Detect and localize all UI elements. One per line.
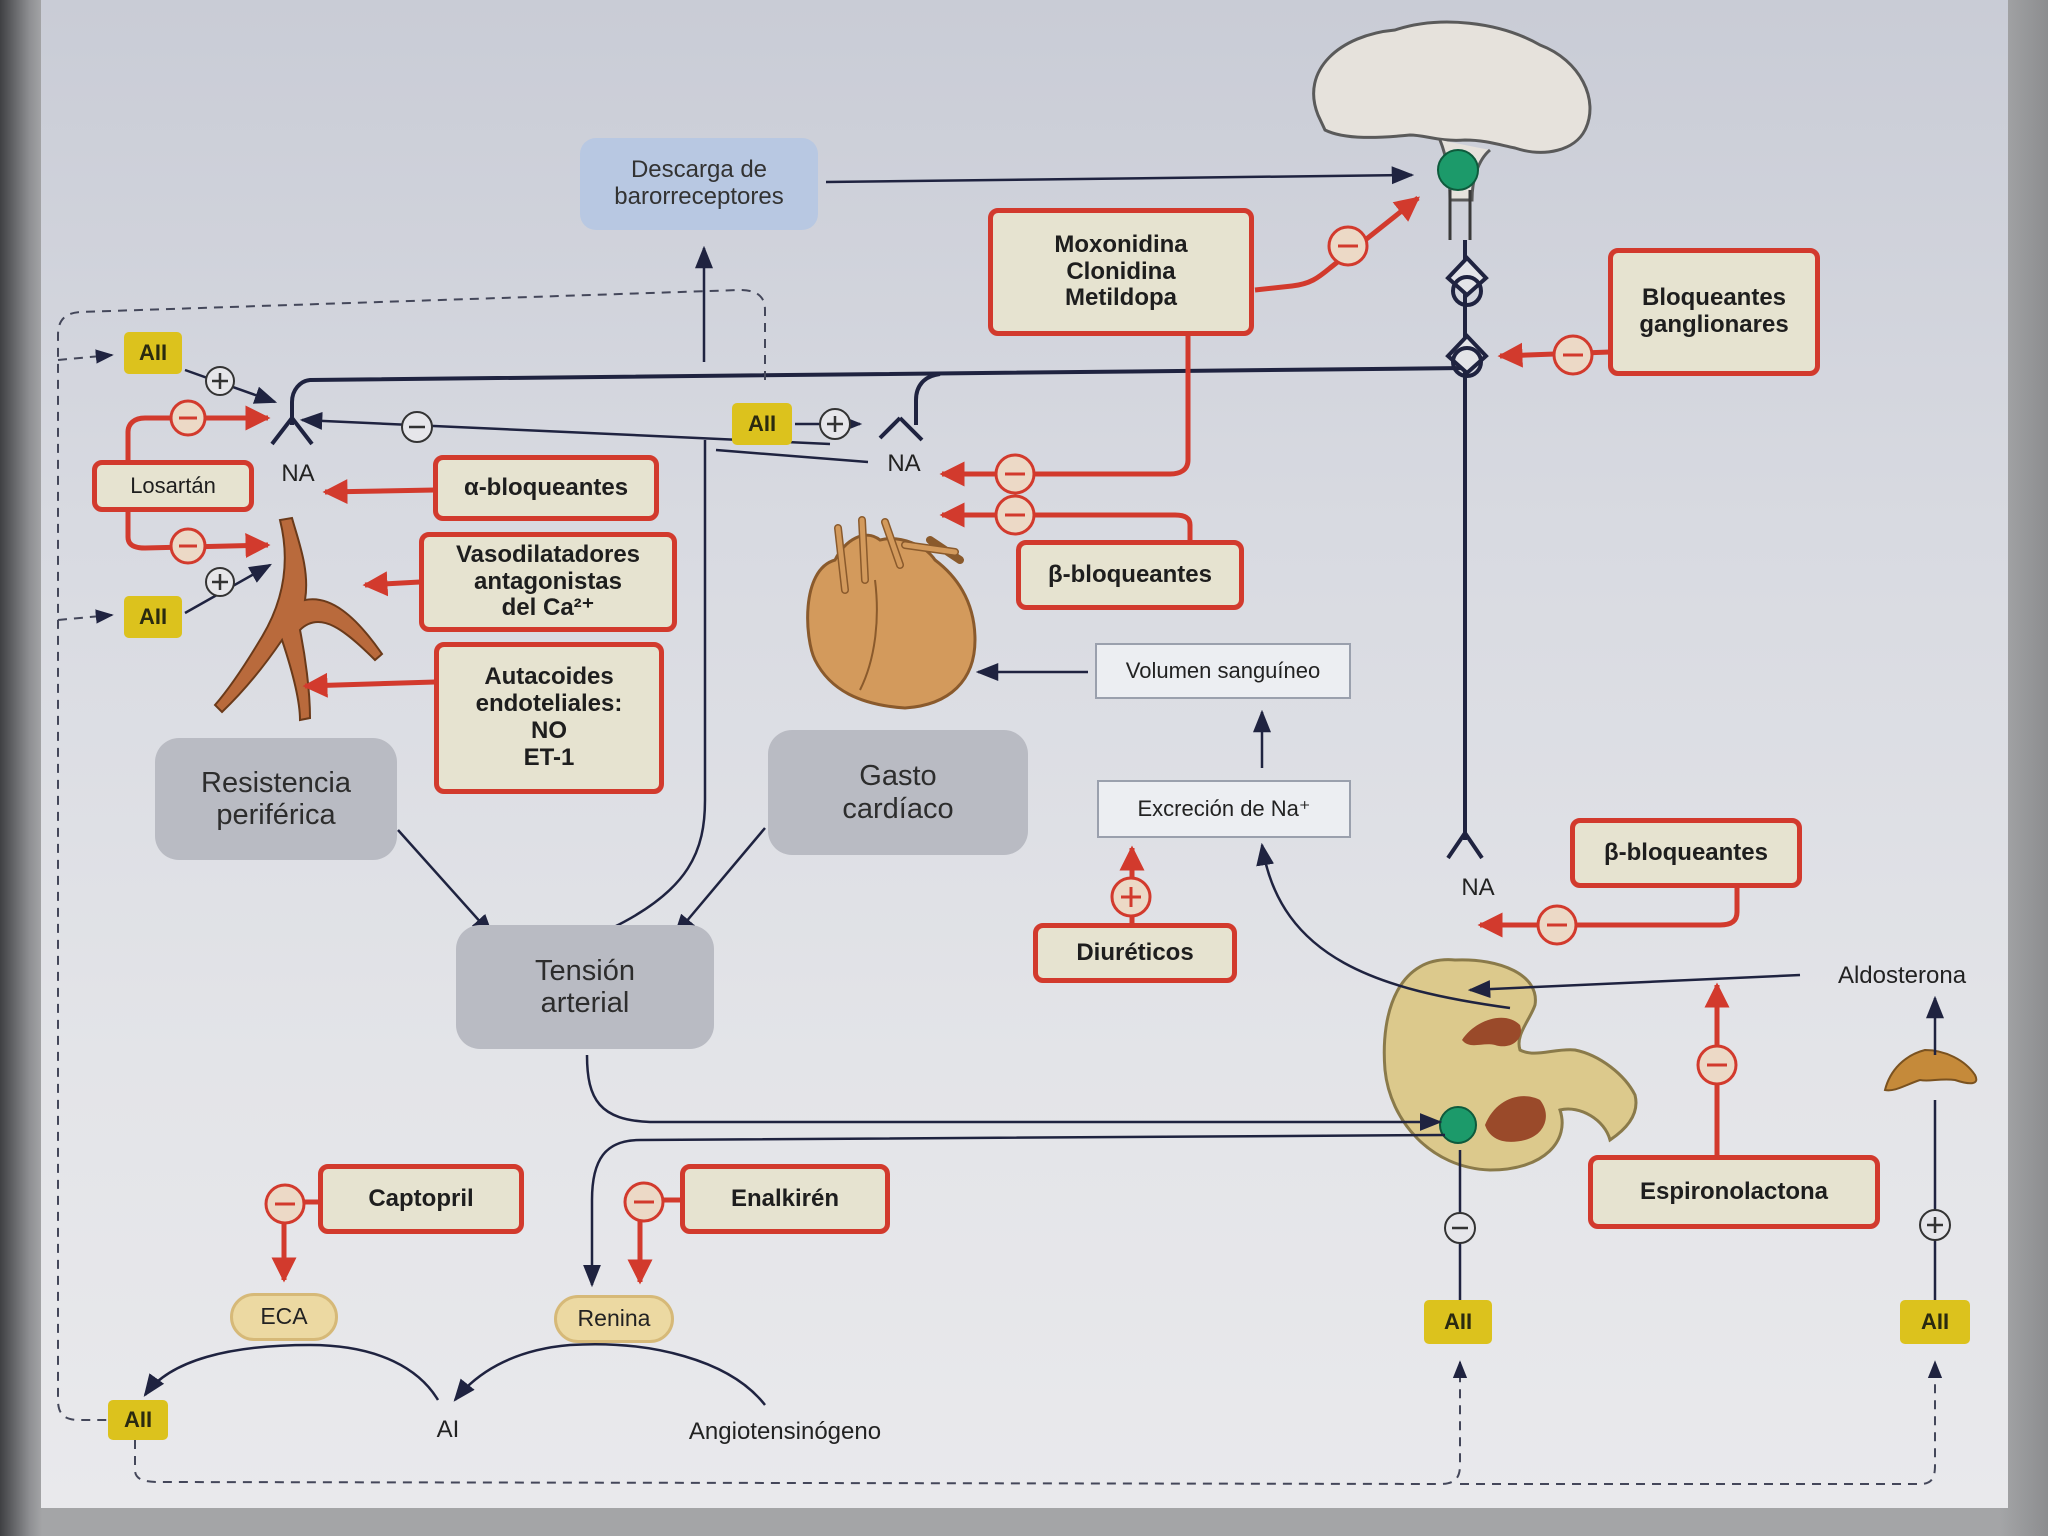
cardiac-output-box: Gasto cardíaco [768, 730, 1028, 855]
arrow-baroreceptor-to-brain [825, 166, 1415, 185]
baroreceptor-discharge-box: Descarga de barorreceptores [580, 138, 818, 230]
minus-sign-glyphs [179, 244, 1727, 1206]
endothelial-autacoids-box: Autacoides endoteliales: NO ET-1 [434, 642, 664, 794]
arrow-aldosterone-to-excretion [1256, 842, 1511, 1010]
arrow-losartan-to-receptor [125, 405, 271, 462]
ganglionic-blockers-box: Bloqueantes ganglionares [1608, 248, 1820, 376]
nerve-to-heart [914, 372, 941, 425]
arrow-beta-to-heart [939, 502, 1193, 540]
arrow-aldosterone-to-kidney [1467, 973, 1801, 999]
angiotensinogen-label: Angiotensinógeno [688, 1417, 882, 1445]
central-agents-box: Moxonidina Clonidina Metildopa [988, 208, 1254, 336]
arrow-losartan-to-vessel [125, 510, 271, 559]
arrow-autacoids-to-vessel [302, 672, 436, 698]
all-tag-mid: AII [124, 596, 182, 638]
arrow-output-to-pressure [673, 827, 766, 937]
na-excretion-box: Excreción de Na⁺ [1097, 780, 1351, 838]
arrow-alpha-to-receptor [322, 479, 436, 505]
vasodilators-box: Vasodilatadores antagonistas del Ca²⁺ [419, 532, 677, 632]
line-presynaptic [715, 448, 869, 464]
kidney-icon [1382, 958, 1638, 1172]
arrow-vasodilators-to-vessel [362, 571, 421, 597]
losartan-box: Losartán [92, 460, 254, 512]
eca-enzyme: ECA [230, 1293, 338, 1341]
arrow-beta-to-renin-na [1477, 884, 1740, 938]
plus-glyphs [212, 373, 1943, 1233]
arrow-resistance-to-pressure [397, 829, 494, 937]
nerve-to-vessel [290, 366, 1466, 425]
peripheral-resistance-box: Resistencia periférica [155, 738, 397, 860]
all-tag-top: AII [124, 332, 182, 374]
aldosterone-label: Aldosterona [1837, 961, 1967, 989]
arrow-kidney-to-renin [583, 1133, 1446, 1288]
arrow-ai-to-all [143, 1343, 440, 1401]
all-tag-center: AII [732, 403, 792, 445]
sympathetic-pathway [290, 240, 1489, 840]
adrenal-gland-icon [1883, 1048, 1978, 1092]
feedback-loops [57, 288, 1943, 1486]
na-center-label: NA [887, 449, 921, 477]
beta-blockers-heart-box: β-bloqueantes [1016, 540, 1244, 610]
flow-arrows [143, 166, 1944, 1406]
renin-enzyme: Renina [554, 1295, 674, 1343]
blood-vessel-icon [213, 516, 384, 722]
arrow-central-to-na [939, 335, 1191, 487]
line-pressure-to-baroreceptor [611, 440, 707, 930]
receptor-icon [270, 416, 1484, 860]
diuretics-box: Diuréticos [1033, 923, 1237, 983]
all-tag-bottom-left: AII [108, 1400, 168, 1440]
arrow-central-to-brain [1254, 196, 1420, 293]
plus-sign-red-icon [1110, 876, 1152, 918]
na-left-label: NA [281, 459, 315, 487]
minus-glyphs-black [409, 425, 1468, 1230]
alpha-blockers-box: α-bloqueantes [433, 455, 659, 521]
all-tag-kidney: AII [1424, 1300, 1492, 1344]
blood-pressure-box: Tensión arterial [456, 925, 714, 1049]
blood-volume-box: Volumen sanguíneo [1095, 643, 1351, 699]
all-tag-adrenal: AII [1900, 1300, 1970, 1344]
spironolactone-box: Espironolactona [1588, 1155, 1880, 1229]
captopril-box: Captopril [318, 1164, 524, 1234]
aliskiren-box: Enalkirén [680, 1164, 890, 1234]
beta-blockers-kidney-box: β-bloqueantes [1570, 818, 1802, 888]
arrow-angiotensinogen-to-ai [453, 1343, 766, 1406]
heart-icon [806, 516, 977, 710]
na-kidney-label: NA [1461, 873, 1495, 901]
ai-label: AI [436, 1415, 460, 1443]
brain-icon [1312, 20, 1592, 240]
arrow-pressure-to-kidney [585, 1054, 1443, 1131]
